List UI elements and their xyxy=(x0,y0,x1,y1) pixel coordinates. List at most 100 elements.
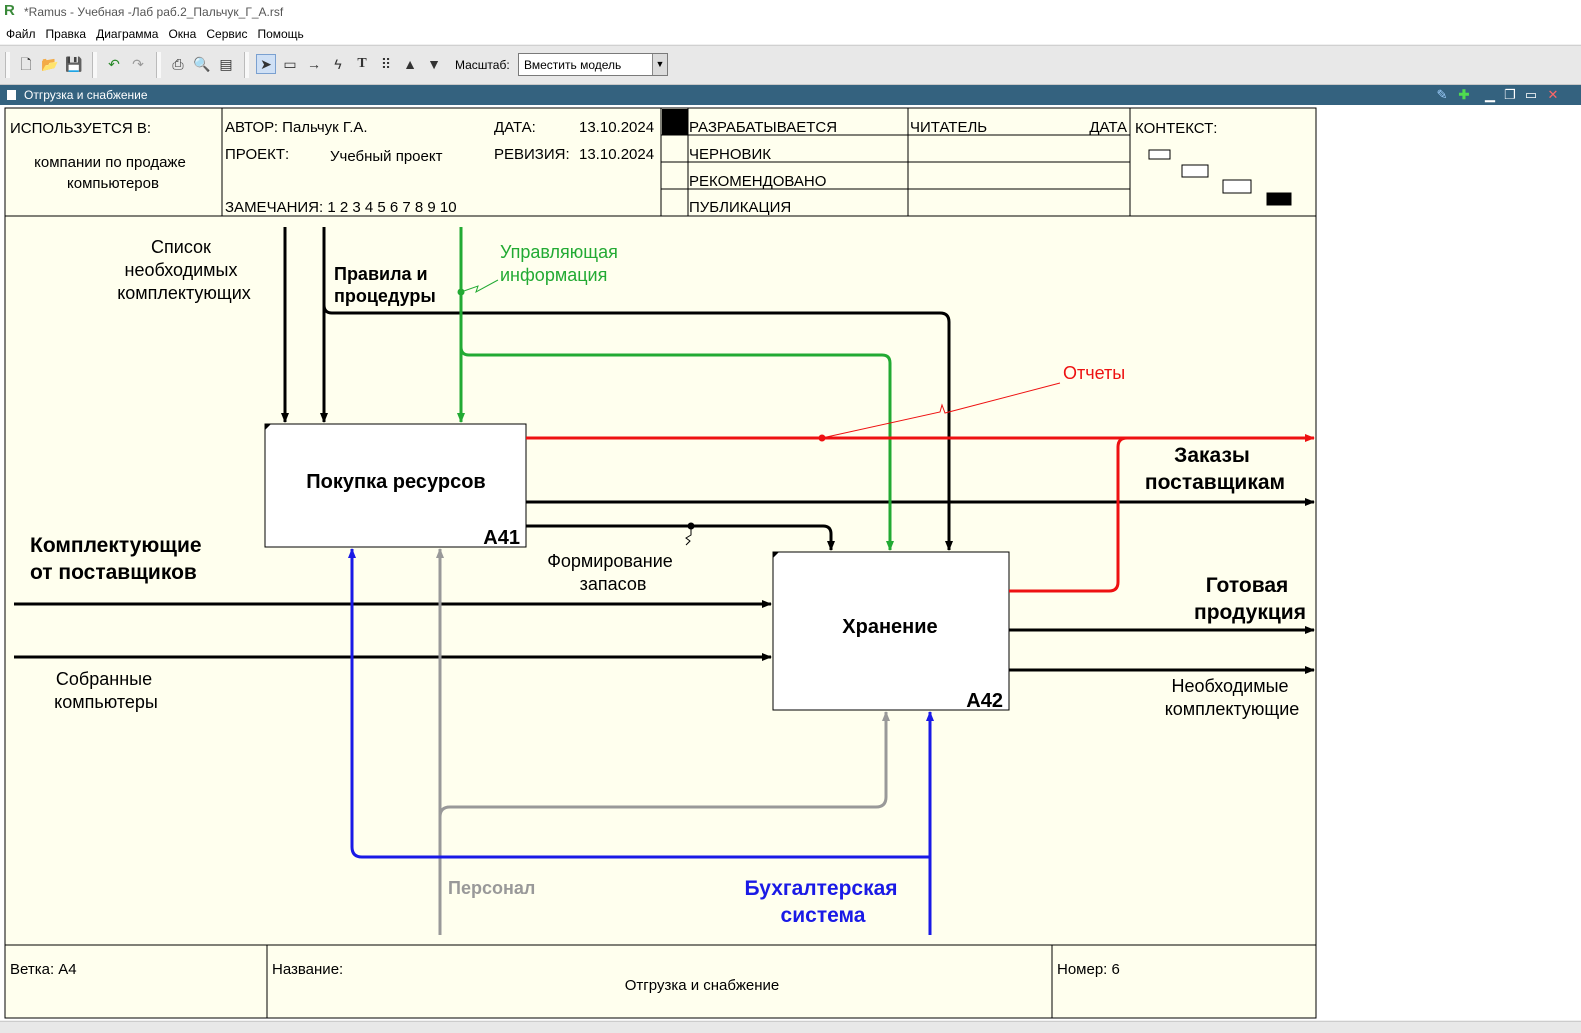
arrow-tool-icon[interactable]: → xyxy=(307,56,321,72)
scale-value: Вместить модель xyxy=(524,58,622,72)
menu-file[interactable]: Файл xyxy=(6,27,36,41)
scale-select[interactable]: Вместить модель ▼ xyxy=(518,53,668,76)
label-list-1[interactable]: Список xyxy=(151,237,211,257)
menu-bar: Файл Правка Диаграмма Окна Сервис Помощь xyxy=(0,24,1581,44)
box-code-a41: A41 xyxy=(483,527,520,549)
pointer-tool-icon[interactable]: ➤ xyxy=(256,54,276,74)
menu-diagram[interactable]: Диаграмма xyxy=(96,27,159,41)
label-list-3[interactable]: комплектующих xyxy=(117,283,251,303)
activity-box-a41[interactable]: Покупка ресурсов A41 xyxy=(264,423,527,549)
grid-tool-icon[interactable]: ⠿ xyxy=(380,56,392,72)
project-label: ПРОЕКТ: xyxy=(225,146,289,163)
used-in-value-1: компании по продаже xyxy=(34,154,186,171)
label-control-1[interactable]: Управляющая xyxy=(500,242,618,262)
label-orders-1[interactable]: Заказы xyxy=(1174,444,1250,467)
print-icon[interactable]: ⎙ xyxy=(172,56,184,72)
close-icon[interactable]: ✕ xyxy=(1547,87,1559,102)
window-titlebar: R *Ramus - Учебная -Лаб раб.2_Пальчук_Г_… xyxy=(0,0,1581,24)
footer-name-value: Отгрузка и снабжение xyxy=(625,977,779,994)
reader-label: ЧИТАТЕЛЬ xyxy=(910,119,987,136)
ramus-logo-icon: R xyxy=(4,2,15,19)
box-title-a41: Покупка ресурсов xyxy=(306,471,485,493)
label-list-2[interactable]: необходимых xyxy=(125,260,238,280)
label-components-in-1[interactable]: Комплектующие xyxy=(30,534,202,557)
label-stock-1[interactable]: Формирование xyxy=(547,551,673,571)
label-staff[interactable]: Персонал xyxy=(448,878,535,898)
date-value: 13.10.2024 xyxy=(579,119,654,136)
diagram-frame xyxy=(4,107,1317,1019)
reader-date-label: ДАТА xyxy=(1089,119,1127,136)
label-finished-2[interactable]: продукция xyxy=(1194,601,1306,624)
revision-label: РЕВИЗИЯ: xyxy=(494,146,570,163)
arrow-reports-a42[interactable] xyxy=(1009,436,1128,593)
date-label: ДАТА: xyxy=(494,119,536,136)
footer-name-label: Название: xyxy=(272,961,343,978)
label-components-in-2[interactable]: от поставщиков xyxy=(30,561,197,584)
arrow-accounting-a41[interactable] xyxy=(348,548,930,859)
undo-icon[interactable]: ↶ xyxy=(108,56,120,72)
idef0-diagram: ИСПОЛЬЗУЕТСЯ В: компании по продаже комп… xyxy=(4,107,1317,1019)
box-title-a42: Хранение xyxy=(842,616,937,638)
toolbar: 🗋 📂 💾 ↶ ↷ ⎙ 🔍 ▤ ➤ ▭ → ϟ T ⠿ ▲ ▼ Масштаб:… xyxy=(0,45,1581,85)
document-titlebar: Отгрузка и снабжение ✎ ✚ ▁ ❐ ▭ ✕ xyxy=(0,85,1581,105)
arrow-control-a42[interactable] xyxy=(459,346,894,551)
menu-windows[interactable]: Окна xyxy=(168,27,197,41)
status-recommended: РЕКОМЕНДОВАНО xyxy=(689,173,826,190)
open-folder-icon[interactable]: 📂 xyxy=(41,56,59,72)
up-triangle-icon[interactable]: ▲ xyxy=(403,56,417,72)
label-stock-2[interactable]: запасов xyxy=(580,574,647,594)
label-reports[interactable]: Отчеты xyxy=(1063,363,1125,383)
label-needed-1[interactable]: Необходимые xyxy=(1171,676,1288,696)
label-rules-1[interactable]: Правила и xyxy=(334,264,428,284)
label-orders-2[interactable]: поставщикам xyxy=(1145,471,1285,494)
label-control-2[interactable]: информация xyxy=(500,265,607,285)
minimize-icon[interactable]: ▁ xyxy=(1485,87,1495,102)
plus-icon[interactable]: ✚ xyxy=(1458,87,1470,102)
down-triangle-icon[interactable]: ▼ xyxy=(427,56,441,72)
status-bar xyxy=(0,1021,1581,1033)
arrow-stock-formation[interactable] xyxy=(526,524,835,551)
author: АВТОР: Пальчук Г.А. xyxy=(225,119,368,136)
text-tool-icon[interactable]: T xyxy=(357,56,367,71)
label-needed-2[interactable]: комплектующие xyxy=(1165,699,1300,719)
label-assembled-1[interactable]: Собранные xyxy=(56,669,152,689)
activity-box-a42[interactable]: Хранение A42 xyxy=(772,551,1010,712)
maximize-icon[interactable]: ▭ xyxy=(1524,87,1538,102)
footer-number: Номер: 6 xyxy=(1057,961,1120,978)
project-value: Учебный проект xyxy=(330,148,443,165)
document-icon xyxy=(7,90,16,100)
label-accounting-1[interactable]: Бухгалтерская xyxy=(744,877,897,900)
squiggle-tool-icon[interactable]: ϟ xyxy=(334,56,342,72)
status-developing: РАЗРАБАТЫВАЕТСЯ xyxy=(689,119,837,136)
print-preview-icon[interactable]: 🔍 xyxy=(193,56,211,72)
menu-edit[interactable]: Правка xyxy=(45,27,87,41)
new-file-icon[interactable]: 🗋 xyxy=(20,56,32,72)
menu-help[interactable]: Помощь xyxy=(257,27,304,41)
label-rules-2[interactable]: процедуры xyxy=(334,286,436,306)
revision-value: 13.10.2024 xyxy=(579,146,654,163)
pen-icon[interactable]: ✎ xyxy=(1436,87,1448,102)
status-draft: ЧЕРНОВИК xyxy=(689,146,771,163)
page-setup-icon[interactable]: ▤ xyxy=(219,56,233,72)
context-thumbnail xyxy=(1148,149,1292,206)
restore-icon[interactable]: ❐ xyxy=(1504,87,1516,102)
label-accounting-2[interactable]: система xyxy=(781,904,866,927)
arrow-staff-a42[interactable] xyxy=(438,711,890,818)
menu-service[interactable]: Сервис xyxy=(206,27,248,41)
box-code-a42: A42 xyxy=(966,690,1003,712)
scale-label: Масштаб: xyxy=(455,58,510,72)
box-tool-icon[interactable]: ▭ xyxy=(283,56,297,72)
diagram-canvas[interactable]: ИСПОЛЬЗУЕТСЯ В: компании по продаже комп… xyxy=(0,105,1581,1020)
redo-icon[interactable]: ↷ xyxy=(132,56,144,72)
footer-node: Ветка: А4 xyxy=(10,961,77,978)
label-finished-1[interactable]: Готовая xyxy=(1206,574,1289,597)
context-label: КОНТЕКСТ: xyxy=(1135,120,1217,137)
chevron-down-icon[interactable]: ▼ xyxy=(652,54,667,75)
arrow-rules-a42[interactable] xyxy=(322,304,953,551)
label-assembled-2[interactable]: компьютеры xyxy=(54,692,158,712)
used-in-value-2: компьютеров xyxy=(67,175,159,192)
window-title: *Ramus - Учебная -Лаб раб.2_Пальчук_Г_А.… xyxy=(24,5,284,19)
save-icon[interactable]: 💾 xyxy=(65,56,83,72)
status-publication: ПУБЛИКАЦИЯ xyxy=(689,199,791,216)
document-title: Отгрузка и снабжение xyxy=(24,88,148,102)
